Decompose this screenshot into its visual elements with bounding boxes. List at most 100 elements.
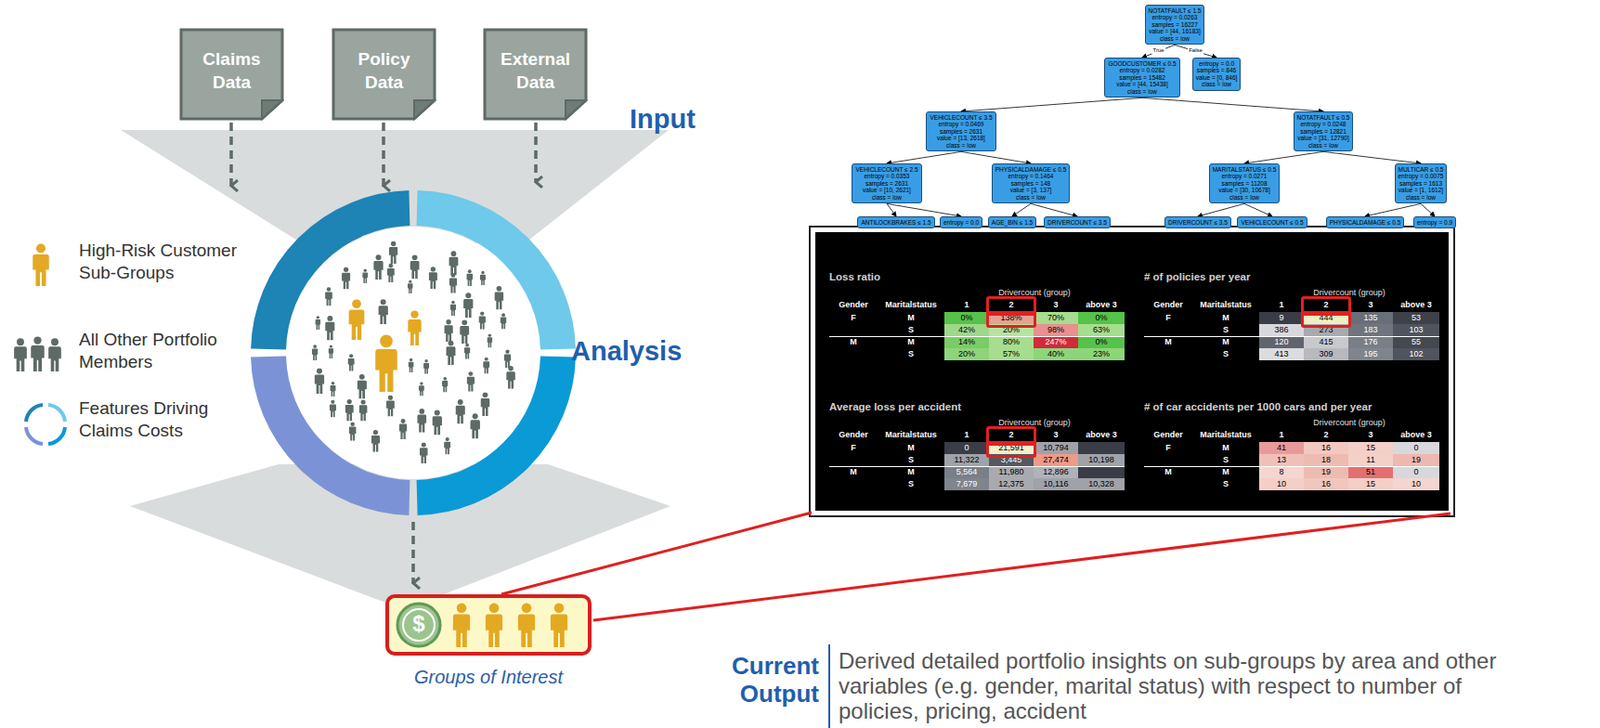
value-cell: 98% [1033, 324, 1079, 337]
data-table: Average loss per accidentDrivercount (gr… [829, 401, 1125, 491]
tree-node-line: DRIVERCOUNT ≤ 3.5 [1168, 219, 1228, 226]
tree-node-line: value = [0, 846] [1196, 74, 1238, 81]
value-cell: 10,116 [1033, 478, 1079, 491]
tree-node-line: GOODCUSTOMER ≤ 0.5 [1107, 60, 1176, 67]
document-label: External Data [493, 48, 579, 94]
column-header: 3 [1348, 299, 1393, 312]
column-header: Gender [1144, 429, 1193, 442]
marital-cell: S [1192, 348, 1260, 361]
tree-edge [961, 97, 1143, 112]
value-cell: 18 [1303, 454, 1349, 467]
column-header: above 3 [1392, 429, 1440, 442]
table-title: Average loss per accident [829, 401, 962, 413]
tree-node: AGE_BIN ≤ 1.5 [988, 216, 1037, 229]
tree-edge [961, 151, 1031, 164]
value-cell: 0 [944, 442, 989, 455]
tree-node: MULTICAR ≤ 0.5entropy = 0.0075samples = … [1394, 163, 1448, 204]
output-text: Derived detailed portfolio insights on s… [838, 648, 1508, 724]
column-header: 2 [1303, 299, 1349, 312]
tree-node-line: value = [3, 137] [995, 186, 1067, 194]
column-header: 2 [988, 299, 1034, 312]
legend-icons [13, 243, 66, 444]
tree-node-line: PHYSICALDAMAGE ≤ 0.5 [995, 166, 1067, 173]
tree-node-line: MULTICAR ≤ 0.5 [1398, 166, 1444, 173]
gender-cell: M [1144, 466, 1193, 479]
data-table: # of car accidents per 1000 cars and per… [1144, 401, 1440, 491]
marital-cell: M [1192, 312, 1260, 325]
value-cell: 51 [1348, 466, 1393, 479]
value-cell: 415 [1303, 336, 1349, 349]
value-cell: 8 [1259, 466, 1304, 479]
tree-node-line: samples = 15482 [1107, 74, 1176, 81]
value-cell: 10,328 [1078, 478, 1125, 491]
value-cell: 10 [1259, 478, 1304, 491]
tree-node-line: class = low [1107, 88, 1176, 95]
value-cell: 16 [1303, 478, 1349, 491]
tree-node-line: samples = 11208 [1212, 180, 1277, 187]
empty-cell [1078, 466, 1125, 479]
table-title: # of policies per year [1144, 271, 1250, 283]
tree-node-line: value = [10, 2621] [855, 186, 918, 194]
tree-node-line: entropy = 0.0075 [1398, 172, 1444, 180]
tree-edge [1323, 151, 1421, 164]
tree-node-line: samples = 1613 [1398, 180, 1444, 187]
highlight-box [1300, 311, 1352, 328]
tree-edge [1174, 44, 1217, 58]
marital-cell: M [1192, 336, 1260, 349]
value-cell: 9 [1259, 312, 1304, 325]
panel-frame [809, 226, 1455, 517]
value-cell: 0 [1392, 466, 1440, 479]
column-header: 1 [944, 299, 989, 312]
value-cell: 11,980 [988, 466, 1034, 479]
value-cell: 12,896 [1033, 466, 1079, 479]
data-table: Loss ratioDrivercount (group)GenderMarit… [829, 271, 1125, 361]
value-cell: 10 [1392, 478, 1440, 491]
tree-node-line: samples = 2631 [855, 180, 918, 187]
data-document: External Data [482, 27, 588, 121]
value-cell: 42% [944, 324, 989, 337]
tree-edge [886, 203, 962, 217]
gender-cell: F [1144, 442, 1193, 455]
output-heading: Current Output [707, 651, 820, 708]
value-cell: 195 [1348, 348, 1393, 361]
column-header: 1 [944, 429, 989, 442]
tree-node: VEHICLECOUNT ≤ 0.5 [1236, 216, 1307, 229]
value-cell: 135 [1348, 312, 1393, 325]
high-risk-members [349, 299, 422, 392]
tree-node: entropy = 0.0samples = 846value = [0, 84… [1192, 57, 1242, 92]
tree-edge [886, 203, 897, 217]
tree-node: DRIVERCOUNT ≤ 3.5 [1043, 216, 1111, 229]
tree-node-line: class = low [1148, 35, 1202, 42]
column-header: above 3 [1078, 429, 1125, 442]
marital-cell: M [1192, 466, 1260, 479]
group-caption: Groups of Interest [370, 666, 607, 689]
empty-cell [1078, 442, 1125, 455]
tree-edge [1365, 203, 1421, 217]
tree-node-line: class = low [995, 194, 1067, 201]
tree-node-line: ANTILOCKBRAKES ≤ 1.5 [860, 219, 931, 226]
marital-cell: S [877, 348, 945, 361]
value-cell: 120 [1259, 336, 1304, 349]
tree-edge [1012, 203, 1031, 217]
column-header: 1 [1259, 429, 1304, 442]
gender-cell: M [829, 336, 878, 349]
tree-node: GOODCUSTOMER ≤ 0.5entropy = 0.0282sample… [1104, 57, 1180, 98]
marital-cell: S [877, 454, 945, 467]
value-cell: 0% [944, 312, 989, 325]
table-title: # of car accidents per 1000 cars and per… [1144, 401, 1372, 413]
tree-node: VEHICLECOUNT ≤ 3.5entropy = 0.0469sample… [925, 111, 996, 152]
value-cell: 53 [1392, 312, 1440, 325]
tree-node-line: entropy = 0.0 [1196, 60, 1238, 67]
document-label: Claims Data [189, 48, 275, 94]
tree-node: PHYSICALDAMAGE ≤ 0.5entropy = 0.1464samp… [991, 163, 1071, 204]
value-cell: 12,375 [988, 478, 1034, 491]
tree-node-line: VEHICLECOUNT ≤ 2.5 [855, 166, 918, 173]
value-cell: 80% [988, 336, 1034, 349]
marital-cell: M [877, 442, 945, 455]
marital-cell: M [1192, 442, 1260, 455]
value-cell: 0% [1078, 312, 1125, 325]
value-cell: 103 [1392, 324, 1440, 337]
value-cell: 0% [1078, 336, 1125, 349]
value-cell: 0 [1392, 442, 1440, 455]
value-cell: 23% [1078, 348, 1125, 361]
